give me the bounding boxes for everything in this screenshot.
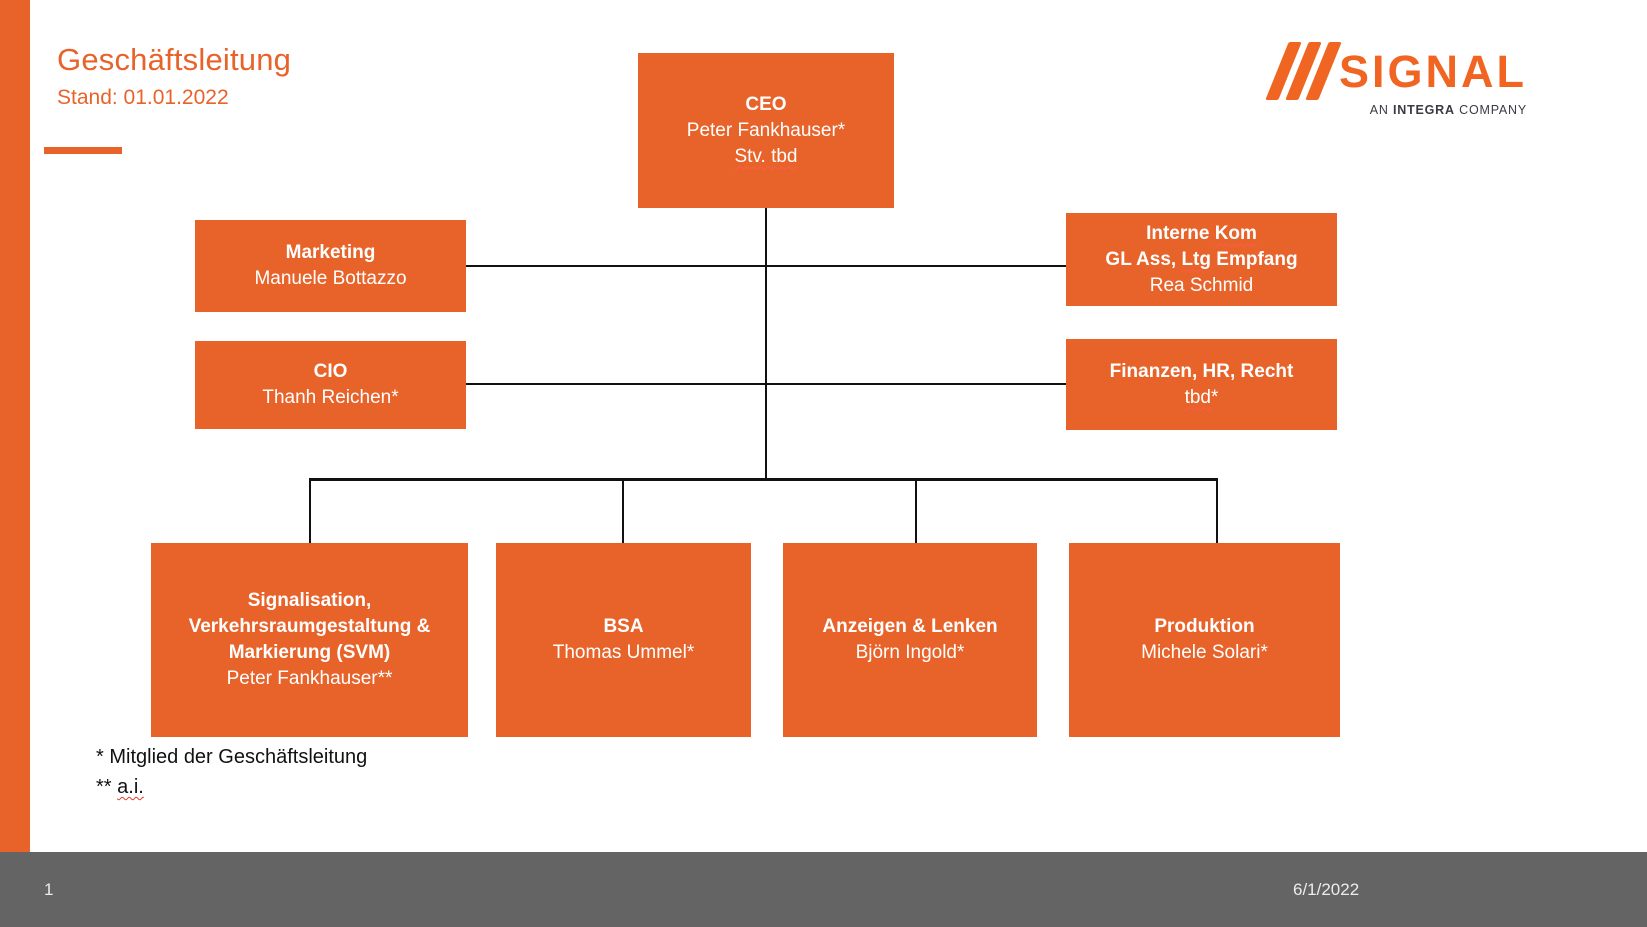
tagline-an: AN bbox=[1369, 103, 1389, 117]
org-node-svm: Signalisation, Verkehrsraumgestaltung & … bbox=[151, 543, 468, 737]
node-person: Thanh Reichen* bbox=[262, 387, 399, 408]
node-title: Signalisation, Verkehrsraumgestaltung & … bbox=[188, 590, 431, 663]
logo-tagline: AN INTEGRA COMPANY bbox=[1270, 103, 1527, 117]
node-title: Finanzen, HR, Recht bbox=[1109, 360, 1294, 382]
org-node-cio: CIO Thanh Reichen* bbox=[195, 341, 466, 429]
footnote-line-1: * Mitglied der Geschäftsleitung bbox=[96, 746, 368, 768]
node-deputy: Stv. tbd bbox=[734, 145, 798, 167]
logo-row: SIGNAL bbox=[1265, 42, 1527, 100]
title-underline-bar bbox=[44, 147, 122, 154]
org-node-interne-kom: Interne Kom GL Ass, Ltg Empfang Rea Schm… bbox=[1066, 213, 1337, 306]
connector-vertical-svm bbox=[309, 478, 311, 543]
node-person: Peter Fankhauser** bbox=[226, 668, 393, 689]
connector-ceo-vertical bbox=[765, 208, 767, 479]
node-title: CEO bbox=[745, 93, 787, 115]
node-person: Manuele Bottazzo bbox=[254, 268, 407, 289]
node-person: Björn Ingold* bbox=[855, 642, 965, 663]
connector-row1-horizontal bbox=[466, 265, 1066, 267]
node-person: Thomas Ummel* bbox=[552, 642, 695, 663]
node-person: Michele Solari* bbox=[1141, 642, 1268, 663]
page-subtitle: Stand: 01.01.2022 bbox=[57, 86, 229, 109]
org-node-finanzen: Finanzen, HR, Recht tbd* bbox=[1066, 339, 1337, 430]
node-subtitle: GL Ass, Ltg Empfang bbox=[1105, 248, 1298, 270]
logo-slashes-icon bbox=[1265, 42, 1342, 100]
logo-brand-text: SIGNAL bbox=[1338, 45, 1527, 97]
org-node-bsa: BSA Thomas Ummel* bbox=[496, 543, 751, 737]
connector-row2-horizontal bbox=[466, 383, 1066, 385]
footer-date: 6/1/2022 bbox=[1293, 879, 1360, 899]
tagline-company: COMPANY bbox=[1459, 103, 1527, 117]
connector-bottom-bus bbox=[309, 478, 1218, 481]
footnote-line-2: ** a.i. bbox=[96, 776, 144, 798]
node-title: Anzeigen & Lenken bbox=[822, 616, 998, 637]
node-person: Rea Schmid bbox=[1149, 274, 1254, 296]
tagline-integra: INTEGRA bbox=[1392, 103, 1455, 117]
signal-logo: SIGNAL AN INTEGRA COMPANY bbox=[1265, 42, 1527, 117]
org-node-marketing: Marketing Manuele Bottazzo bbox=[195, 220, 466, 312]
page-title: Geschäftsleitung bbox=[57, 42, 292, 77]
node-person: tbd* bbox=[1184, 386, 1219, 408]
node-title: Interne Kom bbox=[1146, 222, 1257, 244]
org-node-anzeigen-lenken: Anzeigen & Lenken Björn Ingold* bbox=[783, 543, 1037, 737]
node-title: Produktion bbox=[1154, 616, 1255, 637]
footnotes: * Mitglied der Geschäftsleitung ** a.i. bbox=[96, 742, 367, 802]
left-accent-strip bbox=[0, 0, 30, 852]
footer-bar: 1 6/1/2022 bbox=[0, 852, 1647, 927]
node-title: BSA bbox=[603, 616, 644, 637]
node-title: Marketing bbox=[285, 242, 376, 263]
node-title: CIO bbox=[313, 361, 348, 382]
connector-vertical-produktion bbox=[1216, 478, 1218, 543]
connector-vertical-bsa bbox=[622, 478, 624, 543]
org-node-produktion: Produktion Michele Solari* bbox=[1069, 543, 1340, 737]
connector-vertical-anzeigen bbox=[915, 478, 917, 543]
node-person: Peter Fankhauser* bbox=[686, 119, 846, 141]
org-node-ceo: CEO Peter Fankhauser* Stv. tbd bbox=[638, 53, 894, 208]
page-number: 1 bbox=[44, 879, 54, 899]
